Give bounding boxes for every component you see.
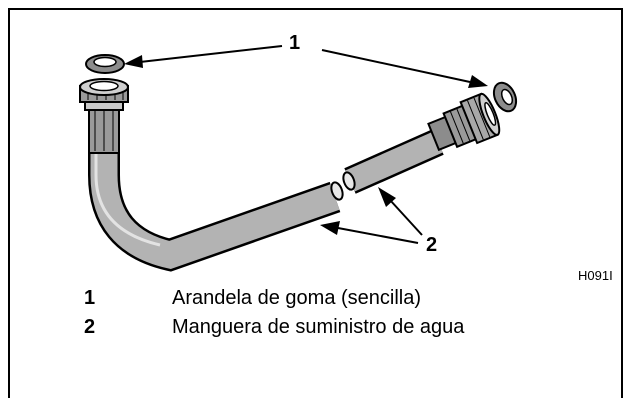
figure-frame [8,8,623,398]
legend-number: 2 [84,316,96,338]
legend-number: 1 [84,287,96,309]
legend-row: 2 Manguera de suministro de agua [0,316,636,344]
callout-label-2: 2 [426,234,438,256]
legend-text: Arandela de goma (sencilla) [172,287,422,309]
right-washer-icon [492,81,518,113]
right-hose-section [342,129,444,194]
figure-code: H091I [578,268,613,283]
callout-1-leaders [124,45,488,88]
right-connector-icon [427,92,501,152]
legend-row: 1 Arandela de goma (sencilla) [0,287,636,315]
legend-text: Manguera de suministro de agua [172,316,465,338]
callout-label-1: 1 [289,32,301,54]
left-hose-section [88,150,344,272]
left-washer-icon [85,54,125,74]
left-connector-icon [79,78,129,154]
callout-2-leaders [320,187,423,244]
